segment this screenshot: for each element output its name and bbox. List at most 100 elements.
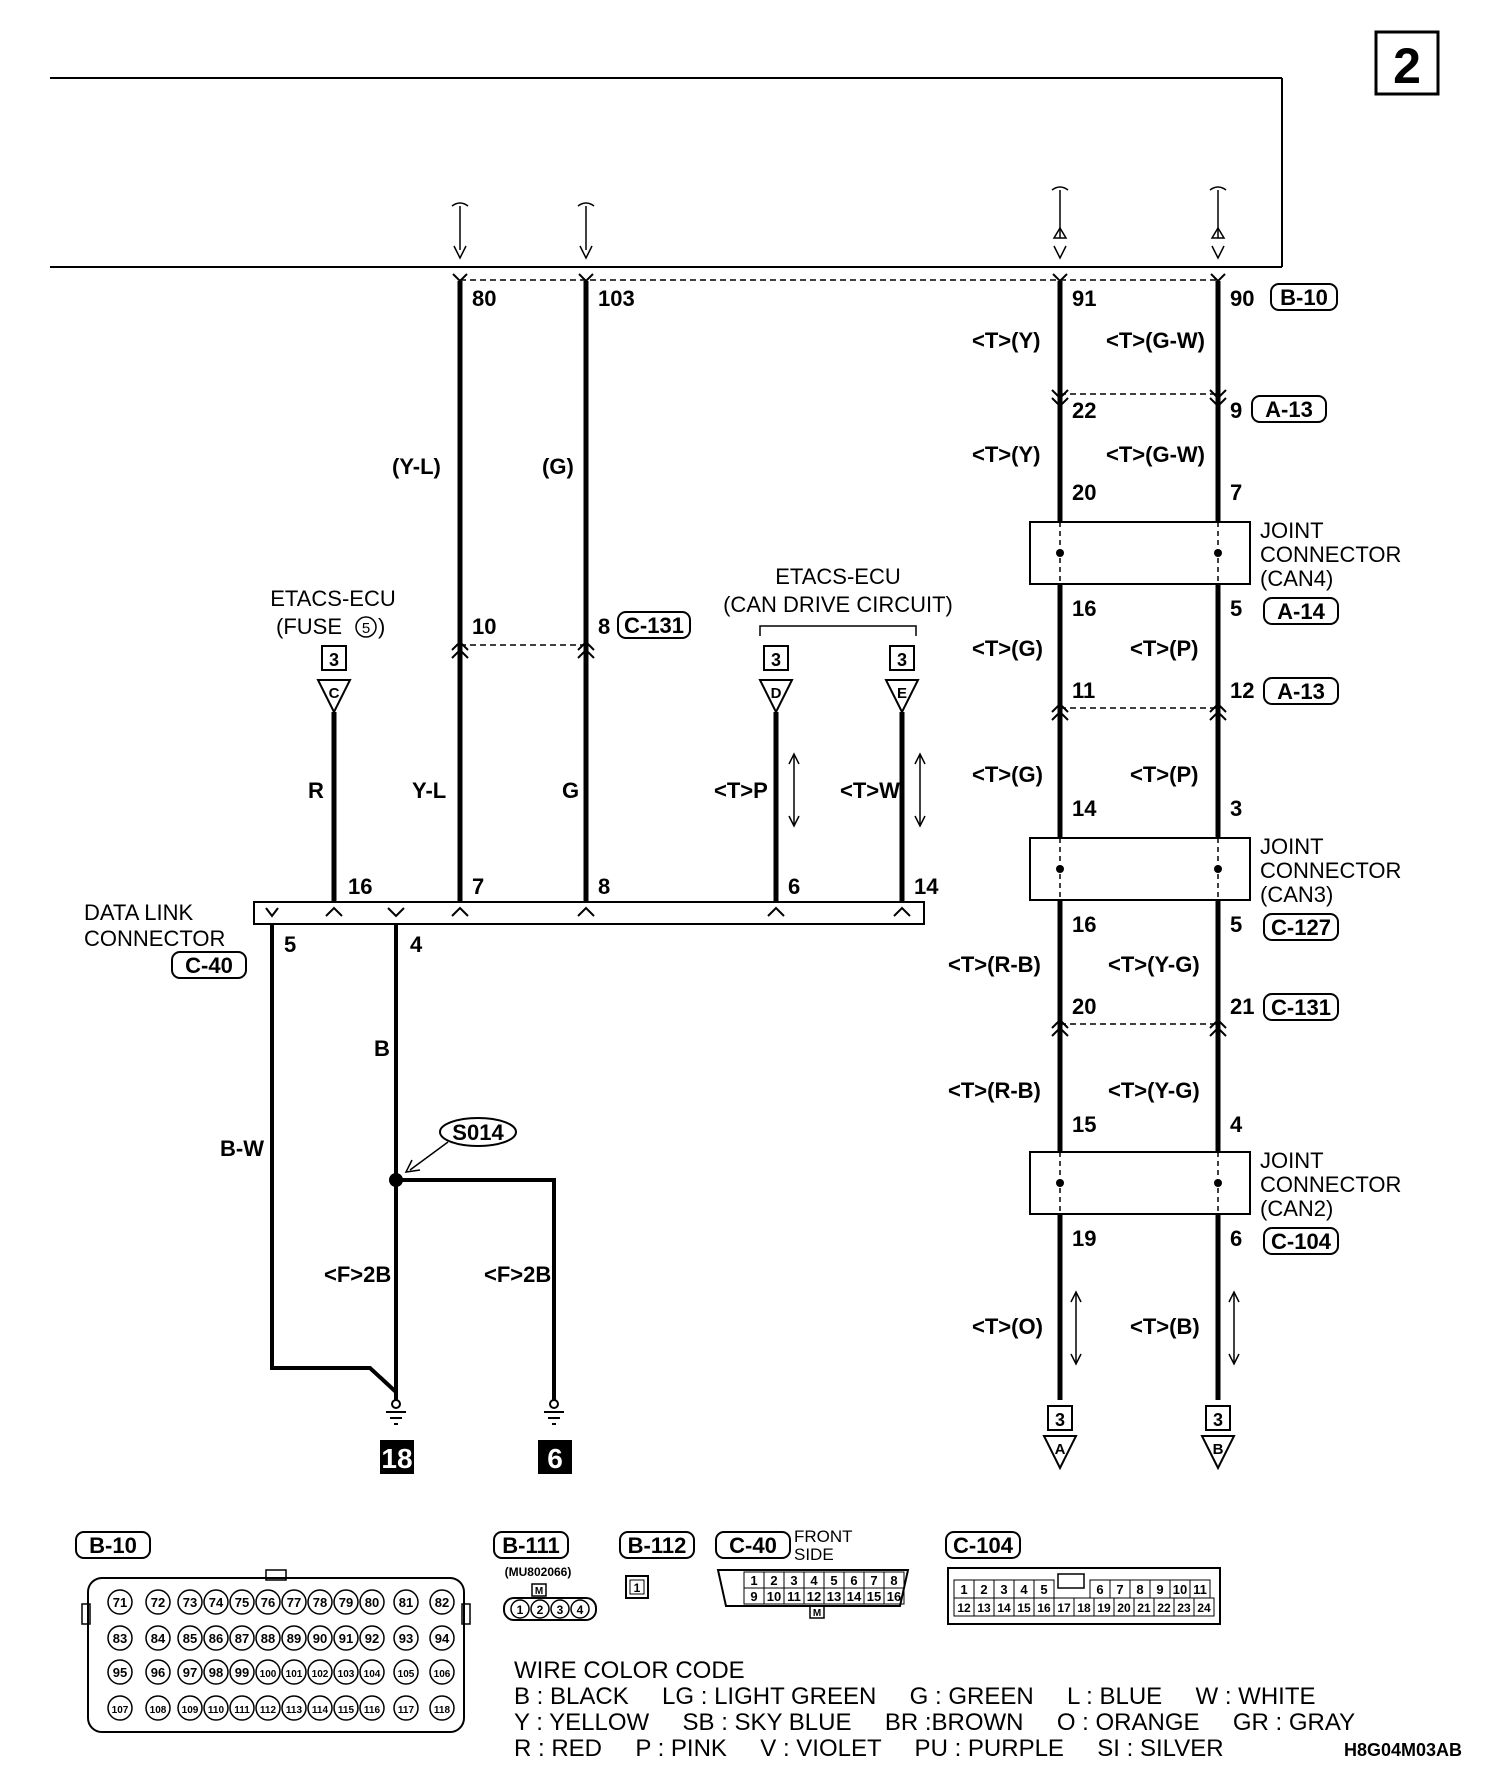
b112-connector-face: 1 — [625, 1575, 649, 1599]
joint-can4-l3: (CAN4) — [1260, 566, 1333, 591]
signal-arrows-left — [788, 752, 926, 828]
c131-marks-2 — [1051, 1018, 1227, 1037]
svg-text:C: C — [329, 685, 340, 702]
c40-pin-label: 2 — [770, 1573, 777, 1588]
etacs-can-sub: (CAN DRIVE CIRCUIT) — [723, 592, 953, 617]
c104-pin-label: 8 — [1136, 1582, 1143, 1597]
connector-b10-badge — [1270, 283, 1338, 311]
b10-pin — [145, 1695, 171, 1721]
b10-pin-label: 102 — [312, 1669, 329, 1680]
b10-pin — [203, 1659, 229, 1685]
ref-a: 3 A — [1042, 1405, 1078, 1471]
c40-pin-label: 10 — [767, 1589, 781, 1604]
b10-pin-label: 95 — [113, 1665, 127, 1680]
b10-badge — [75, 1531, 151, 1559]
b10-pin — [255, 1659, 281, 1685]
b10-pin — [429, 1659, 455, 1685]
b10-pin-label: 94 — [435, 1631, 450, 1646]
connector-c104-label: C-104 — [1271, 1229, 1332, 1254]
can-wire-tb: <T>(B) — [1130, 1314, 1200, 1339]
b10-pin — [307, 1625, 333, 1651]
c40-pin — [883, 1587, 905, 1605]
ecu-pin-marks — [452, 273, 1226, 283]
b10-pin — [107, 1589, 133, 1615]
pin-14: 14 — [1072, 796, 1097, 821]
dlc-label-2: CONNECTOR — [84, 926, 225, 951]
pin-4: 4 — [1230, 1112, 1243, 1137]
b10-pin-label: 105 — [398, 1669, 415, 1680]
b10-pin — [429, 1589, 455, 1615]
can-wire-tp-2: <T>(P) — [1130, 762, 1198, 787]
c40-pin-label: 7 — [870, 1573, 877, 1588]
joint-can2-box — [1029, 1151, 1251, 1215]
c104-pin-label: 12 — [957, 1601, 971, 1615]
c104-pin-label: 13 — [977, 1601, 991, 1615]
c104-pin-label: 22 — [1157, 1601, 1171, 1615]
dlc-label-1: DATA LINK — [84, 900, 194, 925]
c104-pin-label: 10 — [1173, 1582, 1187, 1597]
b10-pin — [333, 1659, 359, 1685]
b10-pin-label: 82 — [435, 1595, 449, 1610]
c104-pin-label: 2 — [980, 1582, 987, 1597]
c40-pin-label: 9 — [750, 1589, 757, 1604]
b10-pin-label: 118 — [434, 1705, 451, 1716]
b10-pin — [177, 1659, 203, 1685]
b10-pin — [203, 1695, 229, 1721]
c104-pin-label: 6 — [1096, 1582, 1103, 1597]
c104-pin-label: 15 — [1017, 1601, 1031, 1615]
b10-pin-label: 110 — [208, 1705, 225, 1716]
b10-pin — [333, 1625, 359, 1651]
pin-5b: 5 — [1230, 912, 1242, 937]
svg-text:3: 3 — [329, 650, 339, 670]
b10-pin — [359, 1695, 385, 1721]
c104-pin-label: 14 — [997, 1601, 1011, 1615]
c104-pin-label: 16 — [1037, 1601, 1051, 1615]
b10-pin-label: 92 — [365, 1631, 379, 1646]
joint-can4-l2: CONNECTOR — [1260, 542, 1401, 567]
etacs-fuse-title: ETACS-ECU — [270, 586, 396, 611]
connector-c131-badge-b — [1263, 993, 1339, 1021]
b10-pin-label: 111 — [234, 1705, 250, 1716]
can-wire-ty-2: <T>(Y) — [972, 442, 1040, 467]
joint-can4-l1: JOINT — [1260, 518, 1324, 543]
etacs-can-bracket — [759, 625, 917, 636]
b10-pin-label: 113 — [286, 1705, 303, 1716]
b10-pin — [229, 1659, 255, 1685]
c104-pin-label: 7 — [1116, 1582, 1123, 1597]
wire-b: B — [374, 1036, 390, 1061]
b111-pin-label: 1 — [517, 1603, 524, 1617]
b10-pin-label: 103 — [338, 1669, 355, 1680]
connector-a13-label-1: A-13 — [1265, 397, 1313, 422]
b10-pin-label: 86 — [209, 1631, 223, 1646]
data-link-connector — [253, 901, 925, 925]
c104-pin-label: 18 — [1077, 1601, 1091, 1615]
joint-can4-box — [1029, 521, 1251, 585]
b10-pin — [359, 1625, 385, 1651]
b10-pin-label: 76 — [261, 1595, 275, 1610]
b111-pin — [510, 1599, 530, 1619]
wcc-title: WIRE COLOR CODE — [514, 1657, 745, 1684]
c40-pin-label: 12 — [807, 1589, 821, 1604]
ground-6-box — [538, 1440, 572, 1474]
c40-pin-label: 5 — [830, 1573, 837, 1588]
dlc-pin-14: 14 — [914, 874, 939, 899]
ref-b: 3 B — [1200, 1405, 1236, 1471]
pin-22: 22 — [1072, 398, 1096, 423]
dlc-pin-8: 8 — [598, 874, 610, 899]
b10-pin-label: 104 — [364, 1669, 381, 1680]
b112-badge — [619, 1531, 695, 1559]
wcc-line-3: R : RED P : PINK V : VIOLET PU : PURPLE … — [514, 1735, 1224, 1762]
c104-title: C-104 — [953, 1533, 1014, 1558]
pin-11: 11 — [1072, 678, 1095, 703]
dlc-pin-4: 4 — [410, 932, 423, 957]
b10-pin-label: 77 — [287, 1595, 301, 1610]
splice-pointer — [404, 1141, 449, 1173]
b10-pin-label: 79 — [339, 1595, 353, 1610]
b10-pin-label: 74 — [209, 1595, 224, 1610]
svg-text:M: M — [813, 1608, 821, 1619]
b10-pin-label: 96 — [151, 1665, 165, 1680]
b10-pin — [107, 1625, 133, 1651]
b10-pin-label: 89 — [287, 1631, 301, 1646]
